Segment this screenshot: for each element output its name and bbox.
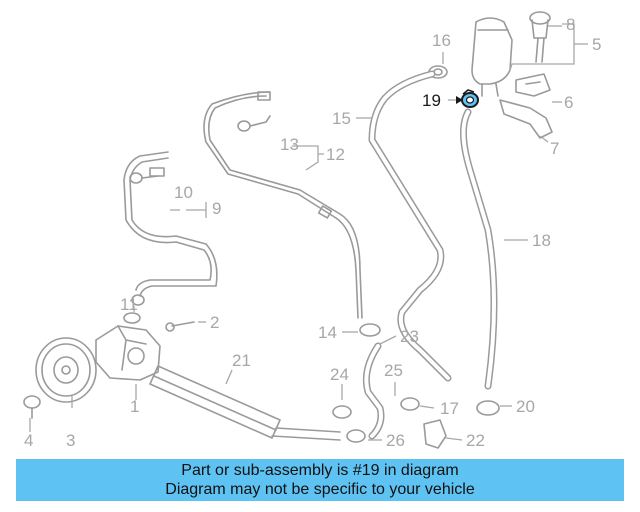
reservoir-cap[interactable] xyxy=(529,11,551,63)
callout-4: 4 xyxy=(24,431,33,450)
callout-26: 26 xyxy=(386,431,405,450)
callout-18: 18 xyxy=(532,231,551,250)
clamp-14[interactable] xyxy=(359,323,381,337)
bracket-7[interactable] xyxy=(499,99,553,139)
fitting-13[interactable] xyxy=(237,115,271,132)
banner-line-2: Diagram may not be specific to your vehi… xyxy=(165,481,475,498)
callout-1: 1 xyxy=(130,397,139,416)
callout-14: 14 xyxy=(318,323,337,342)
callout-17: 17 xyxy=(440,399,459,418)
cap-20[interactable] xyxy=(476,400,500,416)
callout-8: 8 xyxy=(566,15,575,34)
callout-6: 6 xyxy=(564,93,573,112)
clamp-24[interactable] xyxy=(332,405,352,419)
hose-15[interactable] xyxy=(368,70,452,382)
power-steering-pump-1[interactable] xyxy=(95,325,161,381)
bolt-4[interactable] xyxy=(23,395,41,419)
callout-5: 5 xyxy=(592,35,601,54)
info-banner: Part or sub-assembly is #19 in diagram D… xyxy=(16,459,624,501)
bracket-22[interactable] xyxy=(423,419,447,449)
banner-line-1: Part or sub-assembly is #19 in diagram xyxy=(181,462,459,479)
hose-23[interactable] xyxy=(362,342,385,440)
seal-11[interactable] xyxy=(123,312,141,324)
oil-cooler-21[interactable] xyxy=(149,365,341,441)
fluid-reservoir[interactable] xyxy=(471,17,513,97)
bolt-2[interactable] xyxy=(165,321,195,332)
callout-23: 23 xyxy=(400,327,419,346)
callout-12: 12 xyxy=(326,145,345,164)
leader-lines xyxy=(29,23,588,441)
callout-22: 22 xyxy=(466,431,485,450)
callout-13: 13 xyxy=(280,135,299,154)
pressure-line-9[interactable] xyxy=(123,151,218,306)
hose-18[interactable] xyxy=(460,108,498,390)
fitting-10[interactable] xyxy=(129,172,159,184)
callout-16: 16 xyxy=(432,31,451,50)
callout-3: 3 xyxy=(66,431,75,450)
bracket-6[interactable] xyxy=(515,73,551,97)
callout-11: 11 xyxy=(120,295,138,314)
callout-7: 7 xyxy=(550,139,559,158)
pulley-3[interactable] xyxy=(35,337,97,403)
clamp-19-highlighted[interactable] xyxy=(461,89,479,108)
pressure-line-12[interactable] xyxy=(203,91,363,319)
callout-2: 2 xyxy=(210,313,219,332)
callout-10: 10 xyxy=(174,183,193,202)
callout-9: 9 xyxy=(212,199,221,218)
callout-21: 21 xyxy=(232,351,251,370)
callout-20: 20 xyxy=(516,397,535,416)
callout-24: 24 xyxy=(330,365,349,384)
callout-15: 15 xyxy=(332,109,351,128)
callout-19-highlighted: 19 xyxy=(422,91,441,110)
clamp-26[interactable] xyxy=(346,429,366,443)
clamp-17[interactable] xyxy=(400,397,420,411)
parts-diagram: 1 2 3 4 5 6 7 8 9 10 11 12 13 14 15 16 1… xyxy=(23,11,601,450)
callout-25: 25 xyxy=(384,361,403,380)
